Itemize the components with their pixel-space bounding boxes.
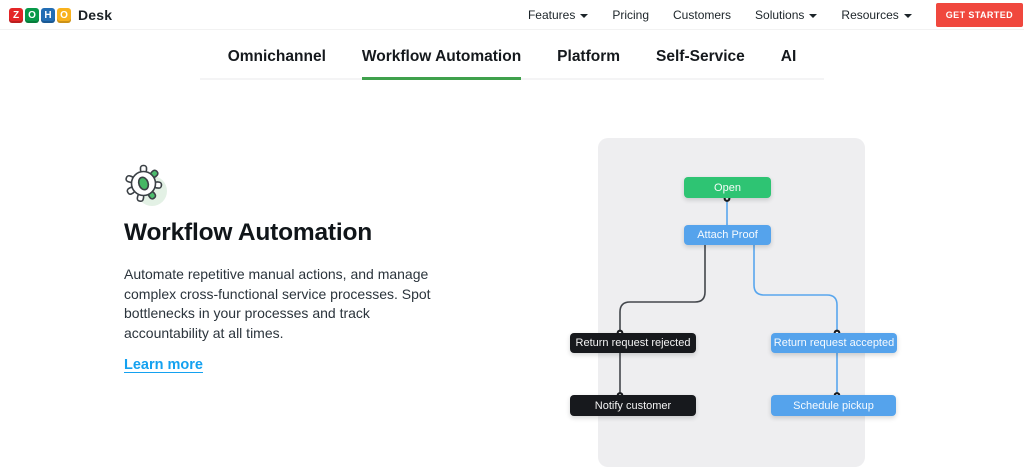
nav-item-label: Pricing <box>612 8 650 22</box>
top-navbar: Z O H O Desk Features Pricing Customers … <box>0 0 1024 30</box>
get-started-button[interactable]: GET STARTED <box>935 3 1023 27</box>
feature-description: Automate repetitive manual actions, and … <box>124 266 431 341</box>
top-nav-links: Features Pricing Customers Solutions Res… <box>528 0 1023 30</box>
nav-item-pricing[interactable]: Pricing <box>612 8 649 22</box>
gear-icon <box>122 162 170 217</box>
page-title: Workflow Automation <box>124 219 372 246</box>
tab-omnichannel[interactable]: Omnichannel <box>227 48 326 65</box>
flow-node-return-request-accepted[interactable]: Return request accepted <box>771 333 897 353</box>
logo-tile-o2: O <box>57 7 71 23</box>
nav-item-label: Features <box>527 8 576 22</box>
tab-self-service[interactable]: Self-Service <box>656 48 745 65</box>
logo-tile-h: H <box>41 7 55 23</box>
chevron-down-icon <box>809 13 818 18</box>
feature-tabs-bar: Omnichannel Workflow Automation Platform… <box>0 44 1024 80</box>
zoho-logo-icon: Z O H O <box>9 7 71 23</box>
nav-item-label: Solutions <box>755 8 805 22</box>
nav-item-label: Customers <box>673 8 732 22</box>
nav-item-features[interactable]: Features <box>527 8 589 22</box>
logo-tile-z: Z <box>9 7 23 23</box>
flow-node-return-request-rejected[interactable]: Return request rejected <box>570 333 696 353</box>
flow-node-notify-customer[interactable]: Notify customer <box>570 395 696 416</box>
flow-node-attach-proof[interactable]: Attach Proof <box>684 225 771 245</box>
tab-ai[interactable]: AI <box>780 48 797 65</box>
nav-item-resources[interactable]: Resources <box>841 8 912 22</box>
learn-more-link[interactable]: Learn more <box>124 357 203 373</box>
chevron-down-icon <box>580 13 589 18</box>
feature-tabs: Omnichannel Workflow Automation Platform… <box>199 44 825 80</box>
product-name: Desk <box>78 7 113 23</box>
tab-workflow-automation[interactable]: Workflow Automation <box>361 44 522 80</box>
flow-node-schedule-pickup[interactable]: Schedule pickup <box>771 395 896 416</box>
flow-node-open[interactable]: Open <box>684 177 771 198</box>
nav-item-label: Resources <box>841 8 899 22</box>
tab-platform[interactable]: Platform <box>557 48 621 65</box>
chevron-down-icon <box>903 13 912 18</box>
nav-item-customers[interactable]: Customers <box>673 8 731 22</box>
logo-tile-o1: O <box>25 7 39 23</box>
zoho-desk-logo[interactable]: Z O H O Desk <box>9 0 112 30</box>
nav-item-solutions[interactable]: Solutions <box>755 8 818 22</box>
